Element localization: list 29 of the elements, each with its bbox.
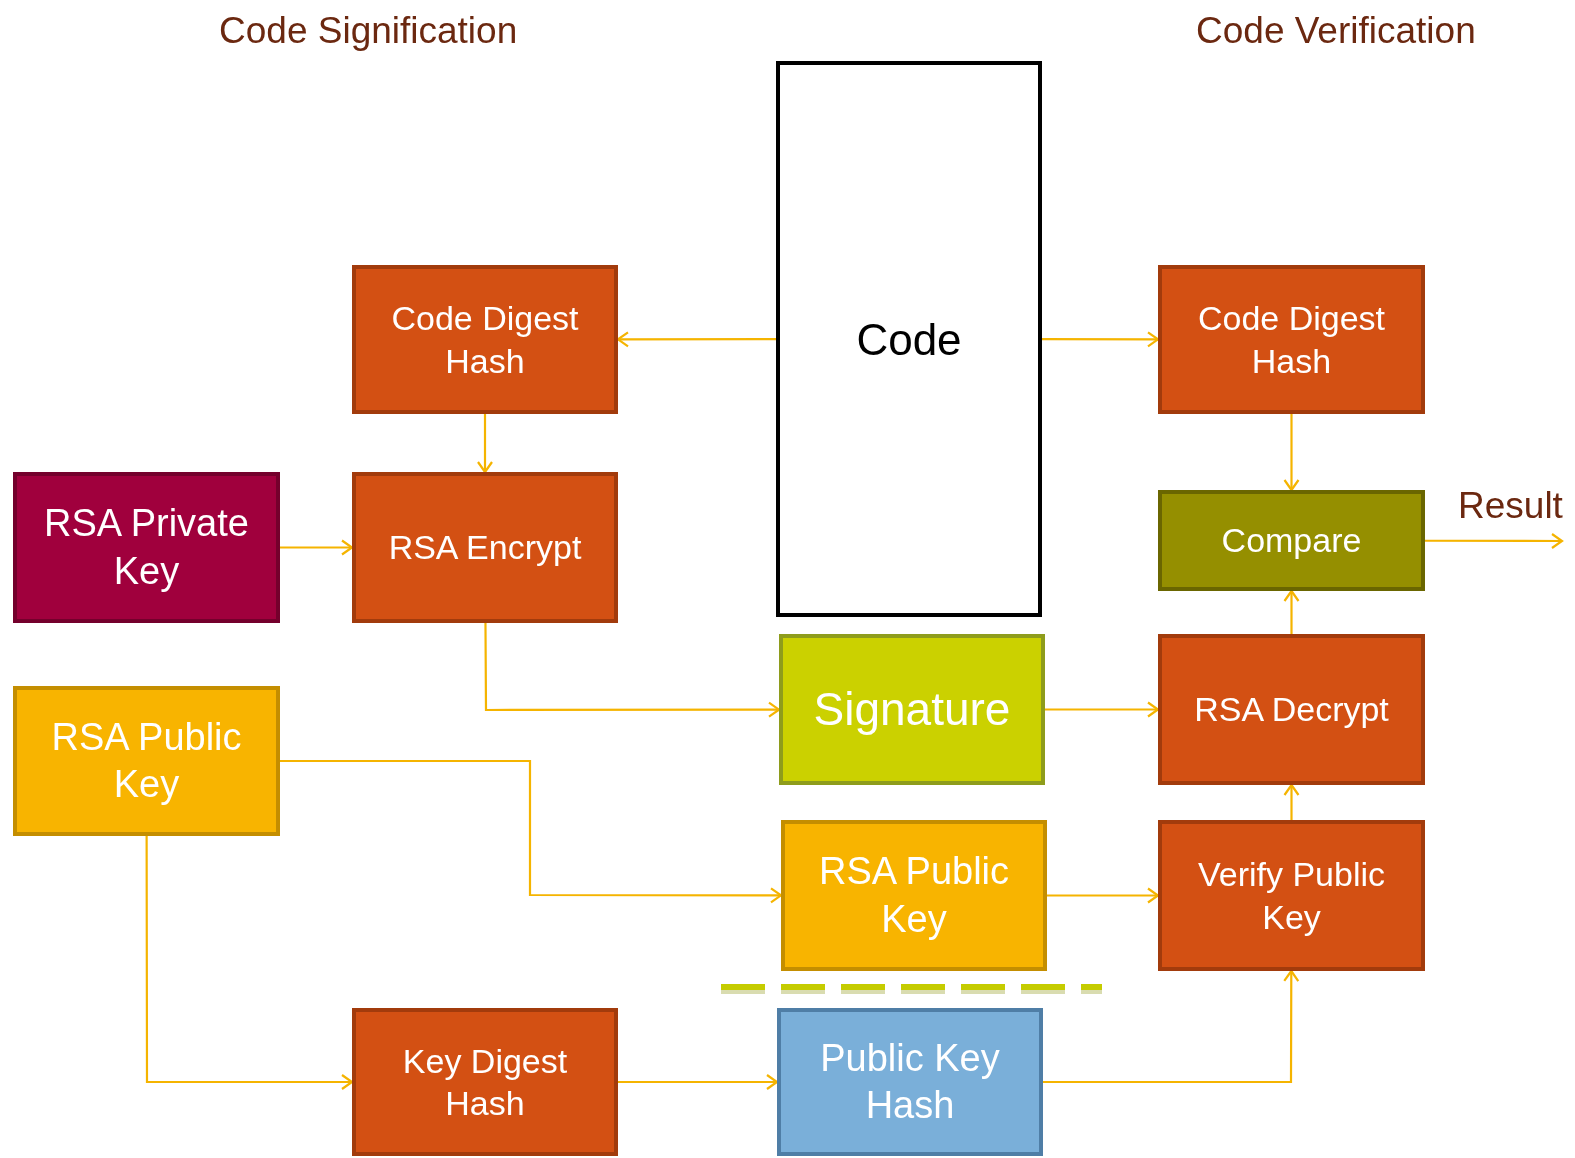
section-heading: Code Signification xyxy=(219,9,518,53)
process-box: Key Digest Hash xyxy=(352,1008,618,1156)
arrow xyxy=(280,759,783,904)
process-box: RSA Public Key xyxy=(781,820,1047,971)
process-box: RSA Public Key xyxy=(13,686,280,836)
process-box: Code Digest Hash xyxy=(352,265,618,414)
arrow xyxy=(476,414,494,474)
process-box: Code Digest Hash xyxy=(1158,265,1425,414)
arrow xyxy=(618,1073,779,1091)
process-box: Public Key Hash xyxy=(777,1008,1043,1156)
arrow xyxy=(484,623,781,718)
arrow xyxy=(1283,414,1300,492)
process-box: RSA Decrypt xyxy=(1158,634,1425,785)
arrow xyxy=(1283,783,1300,820)
process-box: Signature xyxy=(779,634,1045,785)
process-box: RSA Private Key xyxy=(13,472,280,623)
arrow xyxy=(1042,331,1160,348)
arrow xyxy=(1043,969,1300,1084)
process-box: Verify Public Key xyxy=(1158,820,1425,971)
section-heading: Code Verification xyxy=(1196,9,1476,53)
arrow xyxy=(145,836,354,1091)
arrow xyxy=(280,539,354,556)
arrow xyxy=(1425,532,1564,550)
arrow xyxy=(1283,589,1300,634)
process-box: Compare xyxy=(1158,490,1425,591)
arrow xyxy=(1045,701,1160,718)
process-box: RSA Encrypt xyxy=(352,472,618,623)
arrow xyxy=(1047,887,1160,904)
code-box: Code xyxy=(776,61,1042,617)
